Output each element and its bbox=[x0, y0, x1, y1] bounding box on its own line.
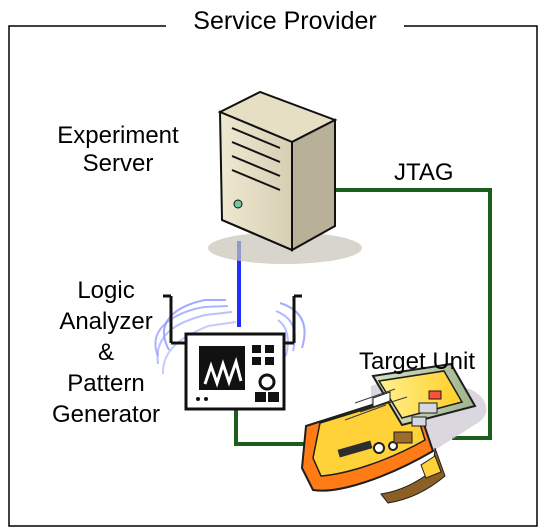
logic-analyzer-label-line-1: Logic bbox=[77, 277, 135, 304]
circuit-board-icon bbox=[300, 362, 487, 504]
experiment-server-label: Experiment Server bbox=[43, 122, 193, 178]
logic-analyzer-label-line-3: & bbox=[97, 339, 114, 366]
jtag-label: JTAG bbox=[394, 159, 454, 186]
experiment-server-label-line-2: Server bbox=[82, 150, 154, 177]
tower-server-icon bbox=[208, 90, 362, 264]
target-unit-label: Target Unit bbox=[358, 348, 476, 375]
diagram-title: Service Provider bbox=[166, 6, 404, 36]
logic-analyzer-label-line-4: Pattern bbox=[67, 370, 145, 397]
experiment-server-label-line-1: Experiment bbox=[57, 122, 179, 149]
logic-analyzer-label-line-5: Generator bbox=[51, 401, 161, 428]
logic-analyzer-label-line-2: Analyzer bbox=[59, 308, 153, 335]
jtag-connection bbox=[335, 188, 492, 440]
analyzer-target-connection bbox=[234, 395, 314, 446]
oscilloscope-icon bbox=[154, 294, 306, 411]
logic-analyzer-label: Logic Analyzer & Pattern Generator bbox=[31, 275, 181, 430]
